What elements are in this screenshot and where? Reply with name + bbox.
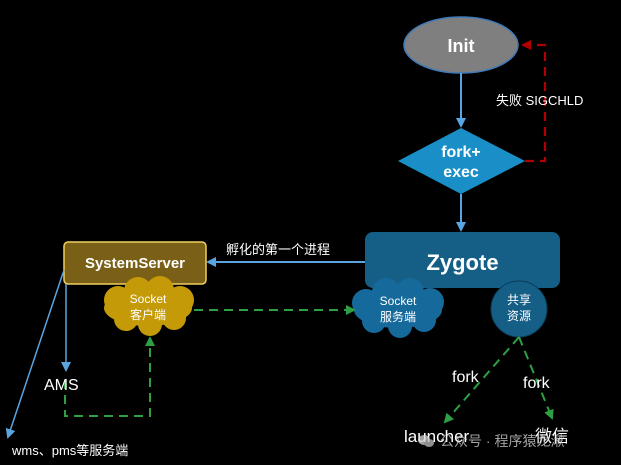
wechat-icon — [418, 434, 434, 448]
watermark-text: 公众号 · 程序猿龙湫 — [440, 433, 565, 449]
shared-resource-label-line1: 共享 — [506, 293, 531, 307]
socket-client-label-line1: Socket — [129, 292, 167, 306]
sigchld-loop-arrow — [521, 40, 547, 163]
init-label: Init — [447, 36, 475, 56]
zygote-label: Zygote — [426, 250, 499, 275]
systemserver-to-wms-arrow — [5, 269, 65, 439]
wechat-label: 微信 — [535, 427, 569, 446]
socket-client-cloud — [104, 276, 194, 336]
ams-to-client-dashed-arrow — [64, 336, 155, 417]
systemserver-label: SystemServer — [84, 255, 186, 272]
watermark: 公众号 · 程序猿龙湫 — [418, 428, 618, 454]
shared-resource-label-line2: 资源 — [506, 309, 531, 323]
shared-to-launcher-dashed-arrow — [443, 336, 520, 424]
socket-server-cloud — [352, 278, 444, 338]
fork-exec-label-line2: exec — [443, 164, 479, 181]
sigchld-label: 失败 SIGCHLD — [496, 93, 584, 108]
zygote-node — [365, 232, 560, 288]
wms-label: wms、pms等服务端 — [12, 443, 129, 458]
socket-client-label-line2: 客户端 — [129, 308, 166, 322]
ams-label: AMS — [44, 377, 79, 394]
fork-exec-label-line1: fork+ — [441, 144, 481, 161]
fork-left-label: fork — [452, 369, 479, 386]
fork-right-label: fork — [523, 375, 550, 392]
first-process-label: 孵化的第一个进程 — [226, 242, 331, 257]
socket-server-label-line1: Socket — [379, 294, 417, 308]
socket-server-label-line2: 服务端 — [379, 310, 416, 324]
fork-exec-node — [398, 128, 525, 194]
